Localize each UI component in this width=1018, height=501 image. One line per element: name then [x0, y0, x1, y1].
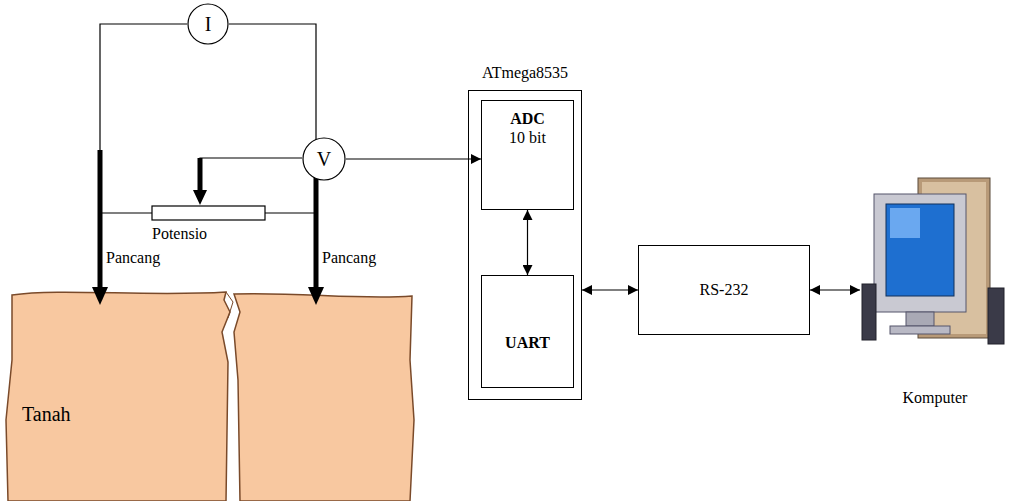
soil-block — [6, 292, 230, 501]
wiper-arrow — [198, 158, 203, 192]
stake — [98, 150, 103, 290]
computer-part — [906, 312, 934, 326]
rs232-box: RS-232 — [638, 245, 810, 335]
device-label: Komputer — [903, 388, 968, 407]
computer-part — [890, 326, 950, 334]
box-title: V — [317, 147, 331, 171]
signal-arrow — [582, 289, 638, 290]
adc-box: ADC10 bit — [481, 100, 574, 210]
box-title: I — [205, 12, 212, 36]
part-name: Pancang — [106, 248, 160, 267]
box-subtitle: 10 bit — [509, 128, 546, 147]
part-name: Potensio — [152, 224, 207, 243]
box-title: ADC — [510, 109, 545, 128]
microcontroller-box: ATmega8535ADC10 bitUART — [468, 90, 582, 400]
box-heading: ATmega8535 — [482, 63, 568, 82]
signal-arrow — [346, 158, 481, 159]
computer-part — [874, 194, 966, 312]
part-name: Pancang — [322, 248, 376, 267]
box-title: RS-232 — [700, 280, 749, 299]
signal-arrow — [810, 289, 860, 290]
wiper-arrow — [193, 190, 207, 205]
signal-arrow — [527, 210, 528, 275]
soil-block — [234, 294, 414, 501]
circle-outline — [303, 138, 345, 180]
region-label: Tanah — [22, 402, 71, 426]
computer-part — [890, 208, 920, 238]
wiper-wire — [200, 158, 302, 190]
ammeter-symbol: I — [187, 3, 229, 45]
uart-box: UART — [481, 275, 574, 388]
voltmeter-symbol: V — [302, 137, 346, 181]
computer-part — [988, 288, 1004, 344]
stake-tip — [92, 287, 108, 305]
resistor-symbol — [152, 206, 265, 220]
computer-icon: Komputer — [860, 172, 1010, 407]
computer-part — [886, 204, 954, 296]
soil-crack — [226, 292, 233, 318]
computer-part — [862, 284, 876, 340]
computer-icon — [860, 172, 1010, 362]
box-title: UART — [505, 333, 550, 352]
stake-tip — [308, 287, 324, 305]
circle-outline — [188, 4, 228, 44]
